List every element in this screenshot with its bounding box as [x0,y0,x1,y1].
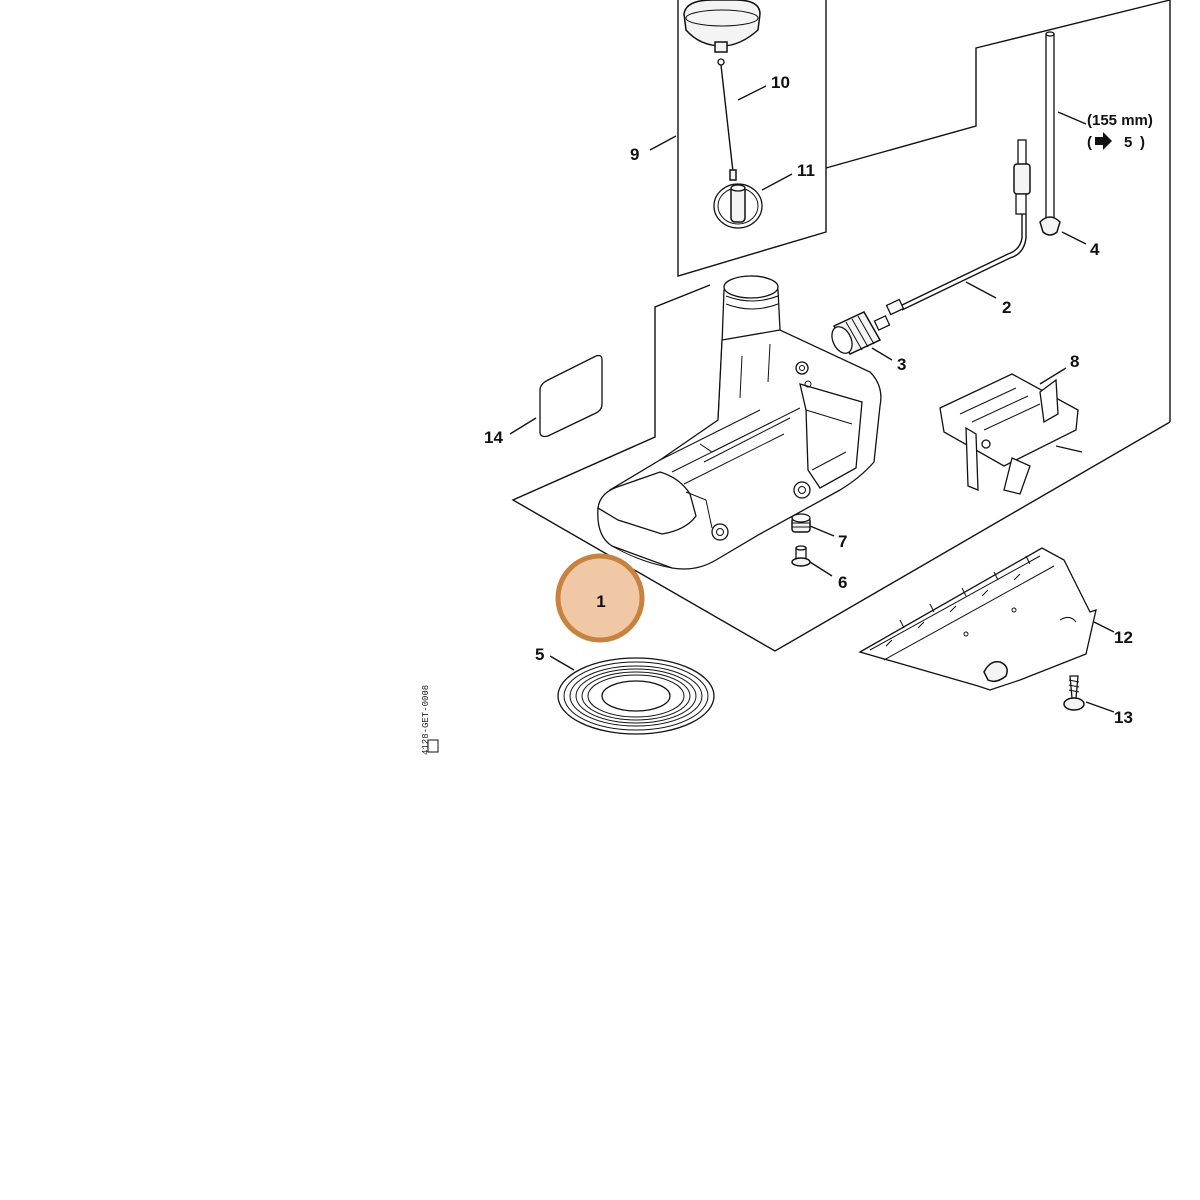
callout-1-highlight[interactable]: 1 [555,553,645,643]
grommet-part [791,545,811,567]
filter-ring-part [713,183,763,229]
fuel-tank-part [597,275,882,570]
callout-label-9[interactable]: 9 [630,145,639,164]
callout-label-6[interactable]: 6 [838,573,847,592]
callout-label-4[interactable]: 4 [1090,240,1100,259]
cross-ref-open-paren: ( [1087,134,1092,151]
callout-label-10[interactable]: 10 [771,73,790,92]
callout-label-3[interactable]: 3 [897,355,906,374]
reference-code: 4128-GET-0008 [421,685,431,755]
reference-box-icon [427,739,439,753]
fuel-hose-part [885,139,1031,316]
gasket-part [557,657,715,735]
callout-label-1: 1 [596,592,605,611]
dimension-note: (155 mm) ( 5 ) [1087,112,1153,151]
filler-cap-part [683,0,761,53]
cross-ref-close-paren: ) [1140,134,1145,151]
plug-part [791,513,811,533]
label-sticker-part [539,354,603,438]
mounting-bracket-part [939,373,1083,495]
callout-label-7[interactable]: 7 [838,532,847,551]
highlight-circle [555,553,645,643]
callout-label-11[interactable]: 11 [797,161,815,180]
callout-label-8[interactable]: 8 [1070,352,1079,371]
assembly-boundary-lines [511,0,1171,652]
dimension-length-text: (155 mm) [1087,112,1153,129]
callout-label-12[interactable]: 12 [1114,628,1133,647]
base-plate-part [858,547,1097,691]
fuel-filter-part [831,311,891,355]
screw-part [1063,675,1085,711]
cross-ref-number: 5 [1124,134,1132,151]
reference-code-text: 4128-GET-0008 [421,685,431,755]
vent-rod-part [1039,31,1061,236]
callout-label-14[interactable]: 14 [484,428,503,447]
callout-labels: 2 3 4 5 6 7 8 9 10 11 12 13 14 [484,73,1133,727]
callout-label-5[interactable]: 5 [535,645,544,664]
callout-label-13[interactable]: 13 [1114,708,1133,727]
callout-label-2[interactable]: 2 [1002,298,1011,317]
filler-rod-part [717,58,737,181]
arrow-right-icon [1095,132,1112,150]
